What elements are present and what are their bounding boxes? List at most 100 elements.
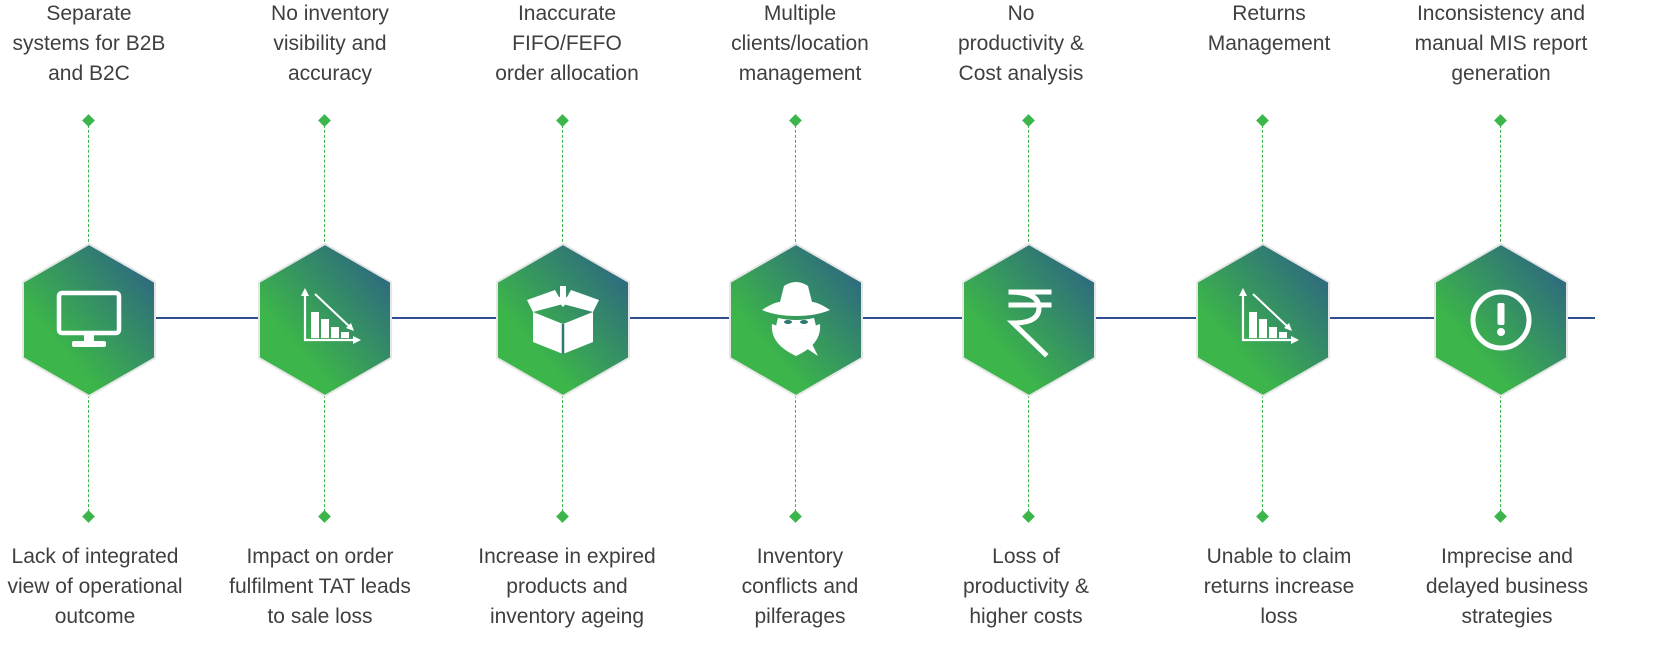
hexagon-badge-graphic bbox=[1434, 242, 1568, 398]
hexagon-badge bbox=[1432, 242, 1570, 398]
hexagon-badge bbox=[727, 242, 865, 398]
impact-text: Impact on order fulfilment TAT leads to sa… bbox=[200, 542, 440, 632]
hexagon-badge-graphic bbox=[22, 242, 156, 398]
bottom-dashed-connector bbox=[88, 395, 89, 517]
bottom-dashed-connector bbox=[1500, 395, 1501, 517]
challenge-line: No inventory bbox=[271, 2, 389, 25]
hexagon-badge-graphic bbox=[729, 242, 863, 398]
top-connector-dot bbox=[82, 114, 95, 127]
challenge-line: productivity & bbox=[957, 32, 1085, 55]
challenge-line: visibility and bbox=[273, 32, 387, 55]
monitor-icon bbox=[56, 290, 122, 347]
top-connector-dot bbox=[556, 114, 569, 127]
challenge-line: Inconsistency and bbox=[1416, 2, 1586, 25]
bottom-connector-dot bbox=[1022, 510, 1035, 523]
impact-text: Inventory conflicts and pilferages bbox=[680, 542, 920, 632]
rupee-icon bbox=[1006, 289, 1052, 358]
challenge-line: Separate bbox=[46, 2, 132, 25]
open-box-icon bbox=[527, 286, 599, 354]
hexagon-badge-graphic bbox=[962, 242, 1096, 398]
hexagon-badge-graphic bbox=[258, 242, 392, 398]
step-7: Inconsistency and manual MIS report genera… bbox=[1381, 0, 1621, 659]
hexagon-badge bbox=[494, 242, 632, 398]
challenge-text: No inventory visibility and accuracy bbox=[210, 0, 450, 89]
impact-line: delayed business bbox=[1425, 575, 1589, 598]
hexagon-badge bbox=[256, 242, 394, 398]
top-dashed-connector bbox=[1500, 120, 1501, 242]
hexagon-badge bbox=[960, 242, 1098, 398]
impact-line: fulfilment TAT leads bbox=[229, 575, 411, 598]
impact-line: Inventory bbox=[756, 545, 844, 568]
bottom-connector-dot bbox=[82, 510, 95, 523]
impact-line: inventory ageing bbox=[489, 605, 645, 628]
bottom-connector-dot bbox=[318, 510, 331, 523]
hexagon-badge bbox=[20, 242, 158, 398]
impact-line: Loss of bbox=[992, 545, 1060, 568]
top-dashed-connector bbox=[1028, 120, 1029, 242]
declining-chart-icon bbox=[301, 288, 361, 344]
bottom-connector-dot bbox=[1256, 510, 1269, 523]
bottom-dashed-connector bbox=[324, 395, 325, 517]
challenge-line: Cost analysis bbox=[958, 62, 1084, 85]
impact-text: Imprecise and delayed business strategies bbox=[1387, 542, 1627, 632]
bottom-connector-dot bbox=[789, 510, 802, 523]
challenge-line: accuracy bbox=[287, 62, 373, 85]
challenge-line: FIFO/FEFO bbox=[512, 32, 622, 55]
bottom-connector-dot bbox=[1494, 510, 1507, 523]
impact-line: Unable to claim bbox=[1206, 545, 1352, 568]
impact-line: strategies bbox=[1461, 605, 1553, 628]
challenge-line: management bbox=[738, 62, 862, 85]
challenge-line: generation bbox=[1451, 62, 1551, 85]
bottom-dashed-connector bbox=[795, 395, 796, 517]
impact-line: Lack of integrated bbox=[11, 545, 179, 568]
top-connector-dot bbox=[789, 114, 802, 127]
challenge-line: manual MIS report bbox=[1414, 32, 1588, 55]
bottom-connector-dot bbox=[556, 510, 569, 523]
challenge-text: Inconsistency and manual MIS report genera… bbox=[1381, 0, 1621, 89]
top-dashed-connector bbox=[562, 120, 563, 242]
challenge-line: Management bbox=[1207, 32, 1331, 55]
impact-line: Imprecise and bbox=[1441, 545, 1573, 568]
challenge-line: Returns bbox=[1232, 2, 1306, 25]
challenge-line: clients/location bbox=[731, 32, 869, 55]
impact-line: loss bbox=[1260, 605, 1298, 628]
declining-chart-icon bbox=[1239, 288, 1299, 344]
impact-line: pilferages bbox=[754, 605, 846, 628]
bottom-dashed-connector bbox=[562, 395, 563, 517]
impact-line: Increase in expired bbox=[478, 545, 656, 568]
top-connector-dot bbox=[1022, 114, 1035, 127]
impact-line: conflicts and bbox=[741, 575, 859, 598]
hexagon-badge bbox=[1194, 242, 1332, 398]
hexagon-badge-graphic bbox=[1196, 242, 1330, 398]
top-connector-dot bbox=[1256, 114, 1269, 127]
challenge-line: Multiple bbox=[763, 2, 837, 25]
top-connector-dot bbox=[1494, 114, 1507, 127]
bottom-dashed-connector bbox=[1262, 395, 1263, 517]
impact-line: Impact on order bbox=[246, 545, 394, 568]
top-dashed-connector bbox=[324, 120, 325, 242]
top-dashed-connector bbox=[1262, 120, 1263, 242]
top-connector-dot bbox=[318, 114, 331, 127]
challenge-line: Inaccurate bbox=[517, 2, 617, 25]
impact-line: to sale loss bbox=[267, 605, 373, 628]
challenge-text: Multiple clients/location management bbox=[680, 0, 920, 89]
top-dashed-connector bbox=[88, 120, 89, 242]
impact-line: higher costs bbox=[969, 605, 1083, 628]
hexagon-badge-graphic bbox=[496, 242, 630, 398]
bottom-dashed-connector bbox=[1028, 395, 1029, 517]
bandit-icon bbox=[762, 282, 830, 356]
impact-line: productivity & bbox=[962, 575, 1090, 598]
